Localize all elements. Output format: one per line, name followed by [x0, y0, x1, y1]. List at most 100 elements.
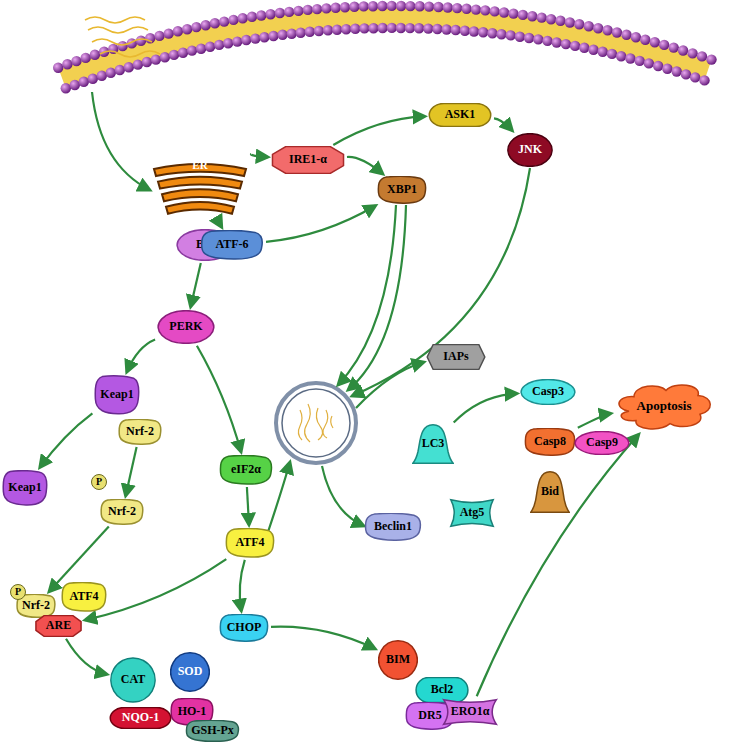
lipid-head — [561, 39, 571, 49]
protein-node: ERO1α — [440, 698, 500, 726]
protein-node: Bcl2 — [415, 677, 469, 703]
lipid-head — [518, 10, 528, 20]
lipid-head — [256, 10, 266, 20]
pathway-arrow — [251, 154, 268, 157]
membrane-lipids — [53, 1, 717, 94]
protein-node: ATF4 — [225, 528, 275, 558]
lipid-head — [349, 2, 359, 12]
lipid-squiggles — [85, 17, 160, 57]
node-label: ATF4 — [235, 536, 264, 549]
lipid-head — [228, 15, 238, 25]
lipid-head — [201, 20, 211, 30]
lipid-head — [145, 33, 155, 43]
lipid-head — [555, 16, 565, 26]
lipid-head — [238, 13, 248, 23]
lipid-head — [341, 24, 351, 34]
pathway-arrow — [127, 340, 155, 373]
pathway-arrow — [247, 487, 249, 525]
protein-node: CAT — [110, 657, 156, 703]
node-label: ATF4 — [69, 590, 98, 603]
protein-node: NQO-1 — [109, 707, 172, 729]
node-label: eIF2α — [231, 463, 261, 476]
lipid-head — [644, 58, 654, 68]
node-label: XBP1 — [387, 183, 417, 196]
node-label: LC3 — [422, 437, 445, 450]
lipid-head — [697, 51, 707, 61]
protein-node: CHOP — [219, 614, 269, 642]
lipid-head — [487, 28, 497, 38]
lipid-head — [305, 27, 315, 37]
lipid-head — [499, 7, 509, 17]
pathway-arrow — [219, 222, 222, 227]
pathway-arrow — [494, 118, 512, 131]
node-label: Atg5 — [460, 506, 485, 519]
lipid-head — [377, 1, 387, 11]
lipid-head — [396, 1, 406, 11]
lipid-head — [588, 45, 598, 55]
pathway-arrow — [266, 206, 376, 242]
nucleus — [276, 383, 356, 463]
phospho-mark: P — [91, 474, 107, 490]
lipid-head — [478, 27, 488, 37]
lipid-head — [79, 77, 89, 87]
node-label: ERO1α — [451, 705, 490, 718]
pathway-arrow — [578, 414, 611, 428]
lipid-head — [321, 3, 331, 13]
lipid-head — [423, 23, 433, 33]
lipid-head — [287, 29, 297, 39]
lipid-head — [424, 1, 434, 11]
lipid-head — [284, 7, 294, 17]
lipid-head — [169, 50, 179, 60]
lipid-head — [332, 25, 342, 35]
protein-node: Atg5 — [448, 498, 496, 528]
lipid-head — [88, 74, 98, 84]
node-label: Nrf-2 — [108, 505, 136, 518]
protein-node: SOD — [170, 652, 210, 692]
lipid-head — [616, 51, 626, 61]
lipid-head — [265, 9, 275, 19]
lipid-head — [640, 35, 650, 45]
protein-node: PERK — [157, 310, 215, 344]
lipid-head — [570, 41, 580, 51]
lipid-head — [136, 36, 146, 46]
lipid-head — [537, 12, 547, 22]
lipid-head — [471, 4, 481, 14]
protein-node: Keap1 — [2, 470, 48, 506]
lipid-head — [247, 12, 257, 22]
pathway-arrow — [66, 639, 107, 675]
pathway-arrow — [40, 413, 93, 467]
lipid-head — [432, 24, 442, 34]
pathway-arrow — [85, 559, 226, 620]
lipid-head — [214, 40, 224, 50]
lipid-head — [117, 41, 127, 51]
lipid-head — [659, 40, 669, 50]
protein-node: JNK — [507, 133, 553, 167]
protein-node: ARE — [35, 615, 82, 637]
pathway-arrow — [347, 157, 383, 174]
node-label: CAT — [121, 673, 145, 686]
node-label: Casp3 — [532, 385, 564, 398]
node-label: GSH-Px — [191, 724, 234, 737]
lipid-head — [452, 3, 462, 13]
lipid-head — [178, 48, 188, 58]
protein-node: Casp3 — [520, 379, 576, 405]
node-label: Nrf-2 — [126, 425, 154, 438]
protein-node: Beclin1 — [364, 513, 422, 541]
lipid-head — [106, 68, 116, 78]
protein-node: Casp8 — [524, 428, 576, 456]
node-label: HO-1 — [178, 705, 207, 718]
lipid-head — [650, 37, 660, 47]
protein-node: Bid — [530, 471, 570, 513]
protein-node: LC3 — [412, 424, 454, 464]
lipid-head — [219, 16, 229, 26]
lipid-head — [340, 2, 350, 12]
lipid-head — [699, 75, 709, 85]
lipid-head — [182, 24, 192, 34]
nucleus-arrows — [268, 168, 530, 532]
node-label: Nrf-2 — [22, 599, 50, 612]
node-label: ASK1 — [445, 108, 476, 121]
lipid-head — [314, 26, 324, 36]
lipid-head — [533, 34, 543, 44]
node-label: Casp9 — [586, 436, 618, 449]
